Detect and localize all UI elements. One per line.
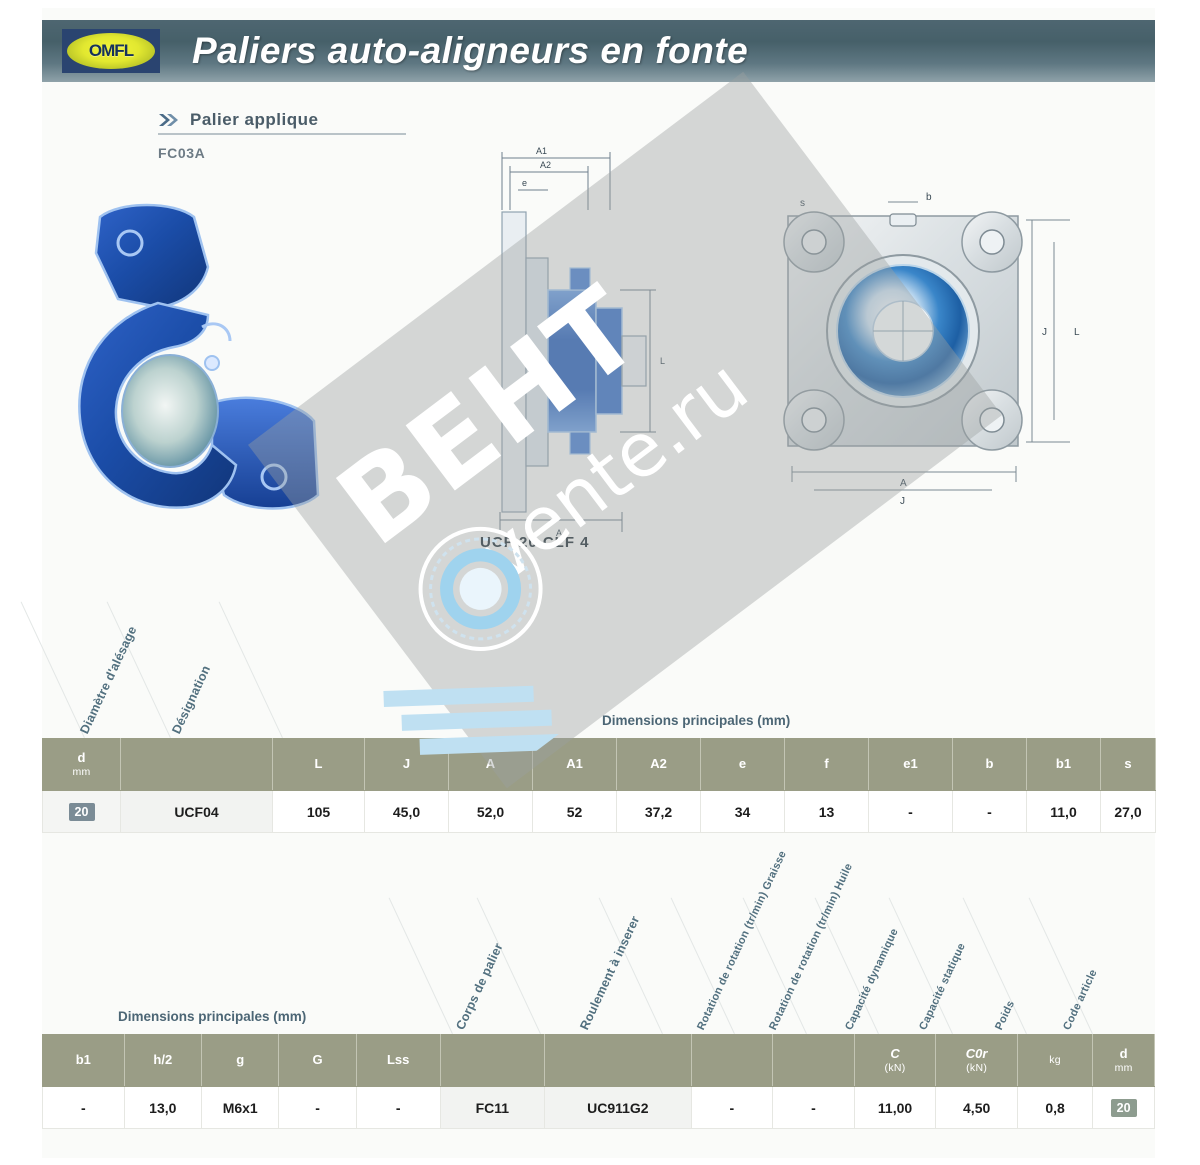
cell-dynamic-rating: 11,00 <box>853 1086 937 1129</box>
cell-G: - <box>278 1086 357 1129</box>
rotated-header-static-rating: Capacité statique <box>917 941 968 1032</box>
col-header-designation <box>120 738 273 791</box>
model-code: FC03A <box>158 145 206 161</box>
svg-text:s: s <box>800 198 805 209</box>
col-header-G: G <box>278 1034 357 1087</box>
logo-text: OMFL <box>88 41 134 60</box>
col-header-weight: kg <box>1016 1034 1094 1087</box>
cell-L: 105 <box>272 790 365 833</box>
col-header-b1: b1 <box>1026 738 1101 791</box>
table-1-group-label: Dimensions principales (mm) <box>602 713 791 728</box>
col-header-A2: A2 <box>616 738 701 791</box>
svg-text:b: b <box>926 192 932 203</box>
cell-speed-grease: - <box>690 1086 774 1129</box>
omfl-logo: OMFL <box>62 29 160 73</box>
rotated-header-speed-grease: Rotation de rotation (tr/min) Graisse <box>695 849 789 1032</box>
svg-text:J: J <box>900 496 905 507</box>
cell-e1: - <box>868 790 953 833</box>
table-2: Corps de palier Roulement à inserer Rota… <box>42 849 1155 1129</box>
rotated-header-weight: Poids <box>993 998 1018 1032</box>
col-header-b1-2: b1 <box>42 1034 125 1087</box>
col-header-Lss: Lss <box>355 1034 441 1087</box>
table-1-grid: d mm L J A A1 A2 e f e1 b b1 s <box>42 738 1156 833</box>
cell-d: 20 <box>42 790 121 833</box>
cast-iron-housing-photo <box>62 195 352 525</box>
drawing-caption: UCF 20 CLF 4 <box>480 534 590 551</box>
col-header-e1: e1 <box>868 738 953 791</box>
table-1: Diamètre d'alésage Désignation Dimension… <box>20 556 1156 833</box>
col-header-dynamic-rating: C (kN) <box>853 1034 937 1087</box>
cell-h2: 13,0 <box>123 1086 203 1129</box>
table-2-header-row: b1 h/2 g G Lss C (kN) C0r (kN) <box>42 1034 1155 1087</box>
svg-text:A: A <box>556 528 562 538</box>
col-header-J: J <box>364 738 449 791</box>
cell-e: 34 <box>700 790 785 833</box>
page-background <box>42 8 1155 1158</box>
page-header: OMFL Paliers auto-aligneurs en fonte <box>42 20 1155 82</box>
table-row[interactable]: 20 UCF04 105 45,0 52,0 52 37,2 34 13 - -… <box>42 790 1156 833</box>
cell-b: - <box>952 790 1027 833</box>
cell-bearing-insert: UC911G2 <box>544 1086 692 1129</box>
svg-text:L: L <box>1074 327 1080 338</box>
svg-text:A1: A1 <box>536 146 547 156</box>
col-header-L: L <box>272 738 365 791</box>
col-header-speed-oil <box>772 1034 855 1087</box>
cell-static-rating: 4,50 <box>935 1086 1018 1129</box>
cell-designation: UCF04 <box>120 790 273 833</box>
subsection-title: Palier applique <box>190 110 319 129</box>
svg-text:L: L <box>660 356 665 366</box>
cell-weight: 0,8 <box>1016 1086 1094 1129</box>
svg-text:J: J <box>1042 327 1047 338</box>
table-2-grid: b1 h/2 g G Lss C (kN) C0r (kN) <box>42 1034 1155 1129</box>
subsection-heading: Palier applique FC03A <box>158 110 428 161</box>
col-header-A: A <box>448 738 533 791</box>
rotated-header-designation: Désignation <box>169 663 214 736</box>
cell-f: 13 <box>784 790 869 833</box>
svg-text:A2: A2 <box>540 160 551 170</box>
cell-speed-oil: - <box>772 1086 855 1129</box>
col-header-article-code: d mm <box>1092 1034 1155 1087</box>
rotated-header-housing-body: Corps de palier <box>453 940 506 1032</box>
cell-s: 27,0 <box>1100 790 1156 833</box>
cell-b1-2: - <box>42 1086 125 1129</box>
col-header-A1: A1 <box>532 738 617 791</box>
cell-A2: 37,2 <box>616 790 701 833</box>
svg-text:A: A <box>900 478 907 489</box>
double-chevron-icon <box>158 112 180 128</box>
col-header-bearing-insert <box>544 1034 692 1087</box>
table-row[interactable]: - 13,0 M6x1 - - FC11 UC911G2 - - 11,00 4… <box>42 1086 1155 1129</box>
cell-b1: 11,0 <box>1026 790 1101 833</box>
cell-A1: 52 <box>532 790 617 833</box>
col-header-speed-grease <box>690 1034 774 1087</box>
logo-oval: OMFL <box>67 33 155 69</box>
col-header-s: s <box>1100 738 1156 791</box>
table-1-header-row: d mm L J A A1 A2 e f e1 b b1 s <box>42 738 1156 791</box>
subsection-divider <box>158 133 406 135</box>
rotated-header-speed-oil: Rotation de rotation (tr/min) Huile <box>767 861 856 1032</box>
col-header-static-rating: C0r (kN) <box>935 1034 1018 1087</box>
col-header-e: e <box>700 738 785 791</box>
rotated-header-bore-diameter: Diamètre d'alésage <box>77 624 140 736</box>
table-2-group-label: Dimensions principales (mm) <box>118 1009 307 1024</box>
col-header-b: b <box>952 738 1027 791</box>
cell-g: M6x1 <box>200 1086 280 1129</box>
col-header-g: g <box>200 1034 280 1087</box>
cell-article-code: 20 <box>1092 1086 1155 1129</box>
cell-Lss: - <box>355 1086 441 1129</box>
svg-text:e: e <box>522 178 527 188</box>
col-header-h2: h/2 <box>123 1034 203 1087</box>
cell-housing-body: FC11 <box>439 1086 546 1129</box>
col-header-f: f <box>784 738 869 791</box>
cell-J: 45,0 <box>364 790 449 833</box>
col-header-d: d mm <box>42 738 121 791</box>
section-drawing: A1 A2 e <box>470 140 700 560</box>
page-title: Paliers auto-aligneurs en fonte <box>192 30 749 71</box>
cell-A: 52,0 <box>448 790 533 833</box>
col-header-housing-body <box>439 1034 546 1087</box>
flange-front-drawing: L J A J s b <box>770 190 1110 540</box>
